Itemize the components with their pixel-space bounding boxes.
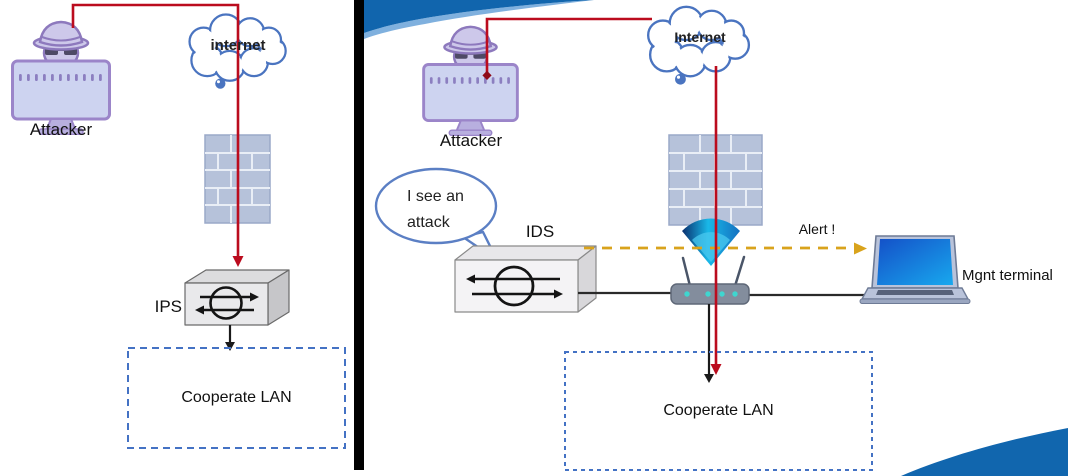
decor-swoosh-bottom (901, 428, 1068, 476)
attacker-icon (422, 25, 519, 136)
attacker-label: Attacker (29, 120, 93, 139)
lan-label: Cooperate LAN (181, 389, 292, 406)
to-lan-arrowhead (225, 342, 235, 351)
panel-divider (354, 0, 364, 470)
ips-device-icon (184, 269, 290, 326)
bubble-line2: attack (407, 214, 450, 231)
attack-path-arrow (485, 17, 718, 366)
alert-dashed-arrow (584, 242, 867, 255)
bubble-line1: I see an (407, 188, 464, 205)
laptop-icon (859, 235, 971, 304)
attack-arrowhead (710, 364, 722, 375)
attack-path-arrow (71, 3, 240, 258)
lan-label: Cooperate LAN (663, 402, 774, 419)
decor-swoosh-top (364, 0, 594, 39)
alert-label: Alert ! (798, 221, 836, 237)
ids-label: IDS (525, 222, 555, 241)
attack-line-endpoint (482, 70, 492, 80)
wifi-router-icon (670, 255, 750, 305)
lan-boundary-box (564, 351, 873, 471)
mgnt-terminal-label: Mgnt terminal (962, 267, 1053, 284)
internet-label: internet (210, 37, 266, 54)
wifi-signal-icon (682, 218, 740, 266)
internet-label: Internet (674, 29, 726, 45)
ids-device-icon (454, 245, 597, 313)
lan-boundary-box (127, 347, 346, 449)
attacker-icon (11, 20, 111, 135)
bubble-text: I see an attack (407, 184, 487, 236)
ips-label: IPS (154, 297, 182, 316)
internet-cloud-icon (646, 5, 751, 86)
attacker-label: Attacker (439, 131, 503, 150)
to-lan-arrowhead (704, 374, 714, 383)
attack-arrowhead (232, 256, 244, 267)
